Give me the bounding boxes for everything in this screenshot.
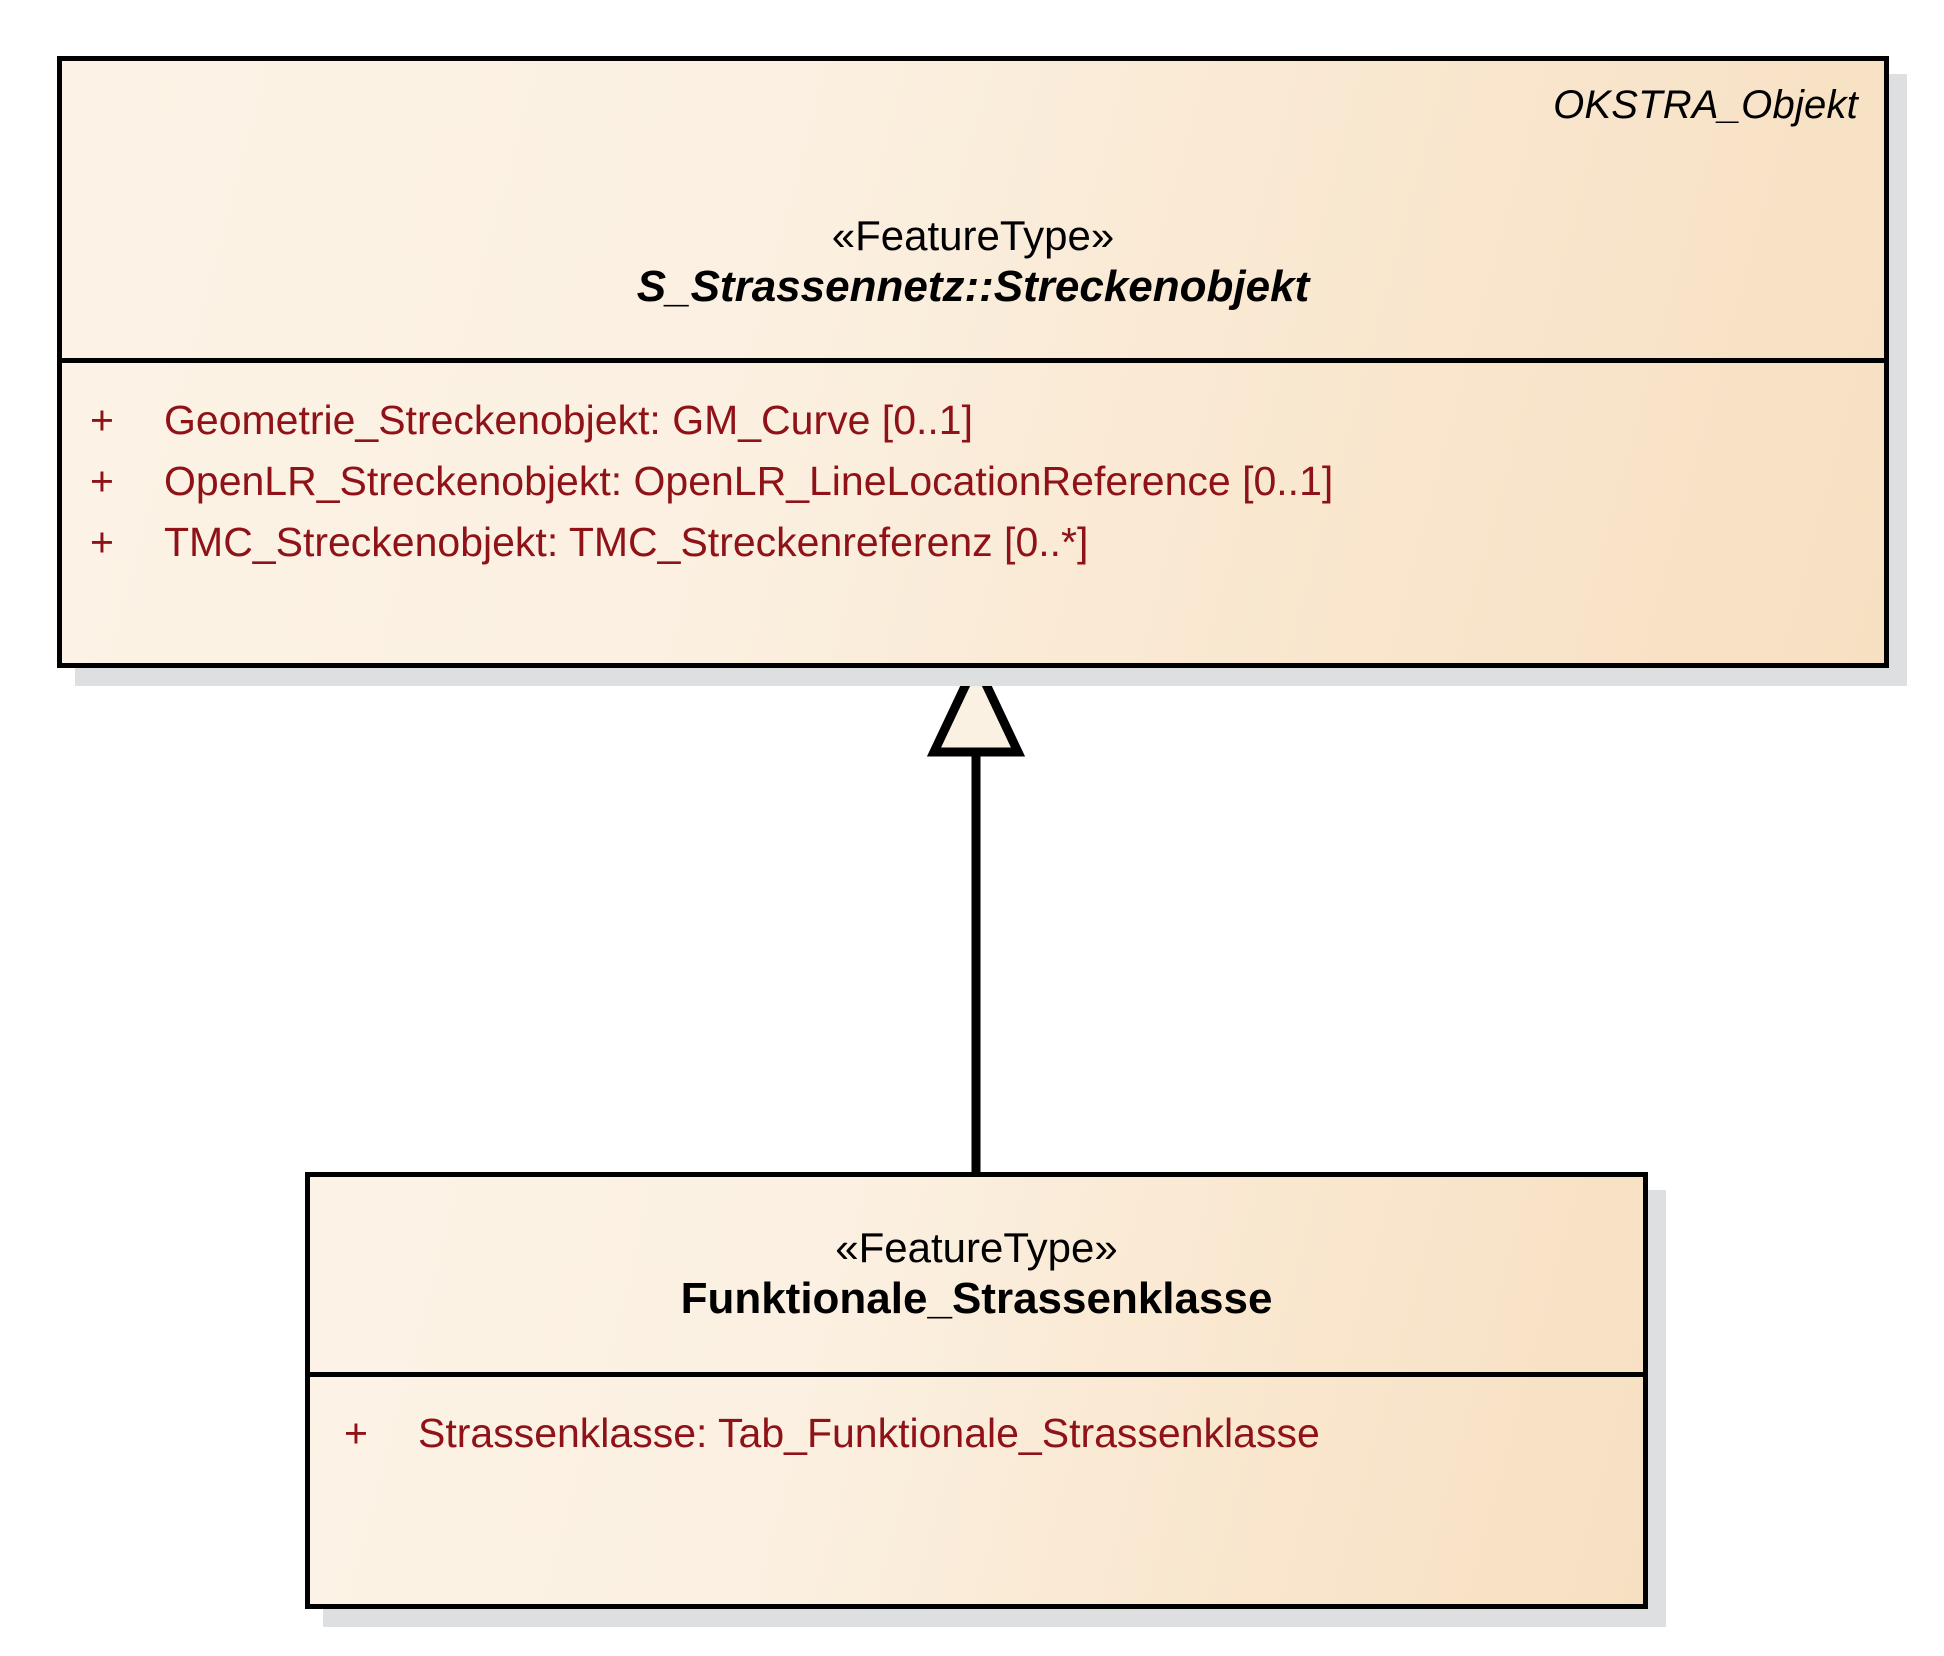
attribute-row: + Strassenklasse: Tab_Funktionale_Strass… <box>332 1403 1643 1464</box>
class-header-funktionale-strassenklasse: «FeatureType» Funktionale_Strassenklasse <box>310 1177 1643 1377</box>
attribute-visibility: + <box>344 1410 368 1456</box>
attribute-compartment-funktionale-strassenklasse: + Strassenklasse: Tab_Funktionale_Strass… <box>310 1377 1643 1464</box>
attribute-signature: Geometrie_Streckenobjekt: GM_Curve [0..1… <box>164 397 973 443</box>
attribute-row: + Geometrie_Streckenobjekt: GM_Curve [0.… <box>90 390 1884 451</box>
class-name-funktionale-strassenklasse: Funktionale_Strassenklasse <box>680 1273 1273 1323</box>
attribute-row: + OpenLR_Streckenobjekt: OpenLR_LineLoca… <box>90 451 1884 512</box>
class-box-funktionale-strassenklasse[interactable]: «FeatureType» Funktionale_Strassenklasse… <box>305 1172 1648 1609</box>
class-package-tag: OKSTRA_Objekt <box>1553 83 1858 127</box>
class-stereotype: «FeatureType» <box>831 212 1115 259</box>
class-header-streckenobjekt: OKSTRA_Objekt «FeatureType» S_Strassenne… <box>62 61 1884 363</box>
generalization-hollow-triangle-icon <box>926 652 1026 757</box>
attribute-visibility: + <box>90 519 114 566</box>
attribute-signature: TMC_Streckenobjekt: TMC_Streckenreferenz… <box>164 519 1089 566</box>
attribute-compartment-streckenobjekt: + Geometrie_Streckenobjekt: GM_Curve [0.… <box>62 363 1884 573</box>
class-stereotype: «FeatureType» <box>835 1224 1118 1271</box>
attribute-signature: Strassenklasse: Tab_Funktionale_Strassen… <box>418 1410 1320 1456</box>
attribute-row: + TMC_Streckenobjekt: TMC_Streckenrefere… <box>90 512 1884 573</box>
class-box-streckenobjekt[interactable]: OKSTRA_Objekt «FeatureType» S_Strassenne… <box>57 56 1889 668</box>
class-name-streckenobjekt: S_Strassennetz::Streckenobjekt <box>636 261 1310 311</box>
attribute-signature: OpenLR_Streckenobjekt: OpenLR_LineLocati… <box>164 458 1334 505</box>
attribute-visibility: + <box>90 397 114 443</box>
attribute-visibility: + <box>90 458 114 505</box>
